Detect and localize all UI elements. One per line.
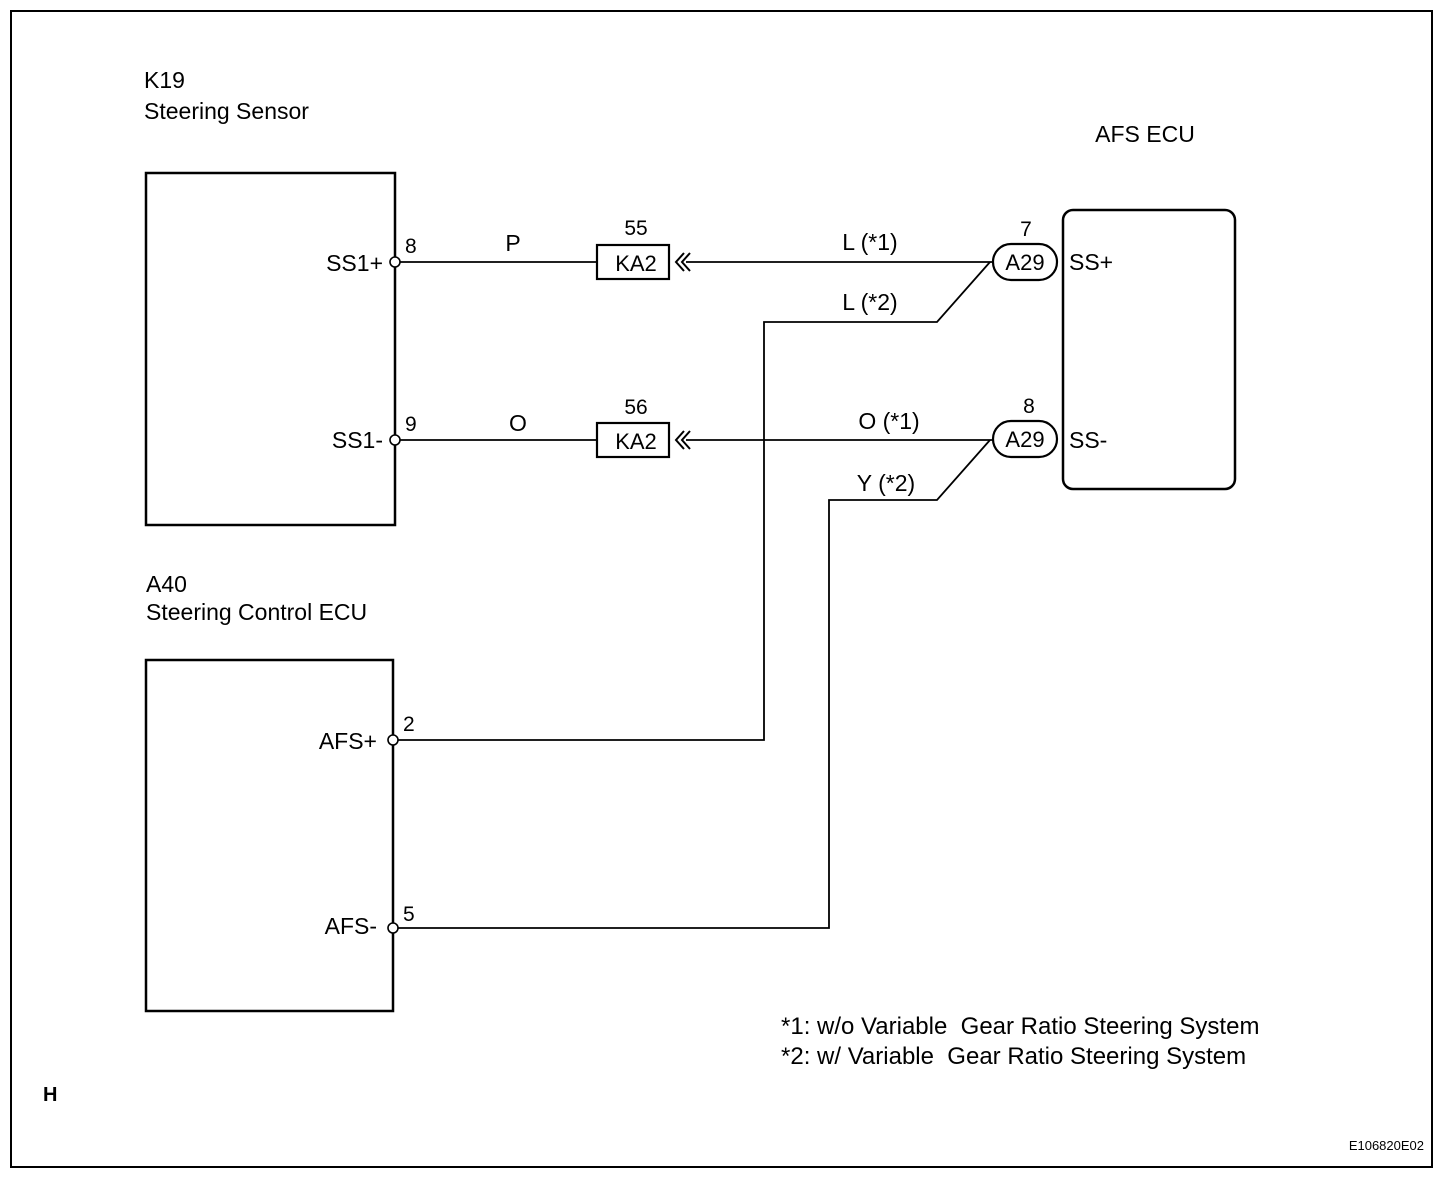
terminal-circle-icon xyxy=(389,434,401,446)
sheet-label: H xyxy=(43,1084,57,1106)
pin-number-9: 9 xyxy=(405,413,417,436)
junction-ka2-55: 55 KA2 xyxy=(595,217,691,281)
steering-sensor-code: K19 xyxy=(144,67,185,93)
wire-l-2 xyxy=(393,261,991,741)
pin-signal-afs-plus: AFS+ xyxy=(319,728,377,754)
junction-ka2-box xyxy=(595,421,671,459)
pin-signal-ss-plus: SS+ xyxy=(1069,249,1113,275)
wires xyxy=(393,261,993,929)
pin-number-8: 8 xyxy=(405,235,417,258)
wire-y-2 xyxy=(393,439,991,929)
note-1: *1: w/o Variable Gear Ratio Steering Sys… xyxy=(781,1013,1259,1040)
junction-pin-56: 56 xyxy=(624,396,647,419)
junction-ka2-label: KA2 xyxy=(615,429,657,454)
junction-ka2-label: KA2 xyxy=(615,251,657,276)
junction-ka2-box xyxy=(595,243,671,281)
figure-id: E106820E02 xyxy=(1349,1138,1424,1153)
pin-signal-afs-minus: AFS- xyxy=(325,913,377,939)
junction-ka2-56: 56 KA2 xyxy=(595,396,691,459)
wire-label-o-1: O (*1) xyxy=(858,408,919,434)
chevron-left-icon xyxy=(674,252,685,272)
wire-label-p: P xyxy=(505,230,520,256)
wire-label-l-2: L (*2) xyxy=(842,289,897,315)
pin-number-2: 2 xyxy=(403,713,415,736)
pin-number-5: 5 xyxy=(403,903,415,926)
steering-sensor-name: Steering Sensor xyxy=(144,98,309,124)
afs-ecu: AFS ECU SS+ SS- 7 A29 8 A29 xyxy=(991,121,1237,491)
pin-signal-ss1-plus: SS1+ xyxy=(326,250,383,276)
steering-sensor: K19 Steering Sensor SS1+ 8 SS1- 9 xyxy=(144,67,417,527)
afs-ecu-name: AFS ECU xyxy=(1095,121,1195,147)
connector-a29-top-label: A29 xyxy=(1005,250,1044,275)
steering-control-ecu: A40 Steering Control ECU AFS+ 2 AFS- 5 xyxy=(144,571,415,1013)
afs-ecu-box xyxy=(1061,208,1237,491)
connector-a29-bottom-label: A29 xyxy=(1005,427,1044,452)
pin-signal-ss-minus: SS- xyxy=(1069,427,1107,453)
junction-pin-55: 55 xyxy=(624,217,647,240)
terminal-circle-icon xyxy=(389,256,401,268)
steering-sensor-box xyxy=(144,171,397,527)
wire-label-o: O xyxy=(509,410,527,436)
afs-pin-number-7: 7 xyxy=(1020,218,1032,241)
connector-a29-bottom xyxy=(991,419,1059,459)
wire-label-y-2: Y (*2) xyxy=(857,470,915,496)
pin-signal-ss1-minus: SS1- xyxy=(332,427,383,453)
afs-pin-number-8: 8 xyxy=(1023,395,1035,418)
steering-control-ecu-name: Steering Control ECU xyxy=(146,599,367,625)
note-2: *2: w/ Variable Gear Ratio Steering Syst… xyxy=(781,1043,1246,1070)
terminal-circle-icon xyxy=(387,734,399,746)
diagram-frame xyxy=(10,10,1433,1168)
chevron-left-icon xyxy=(674,430,685,450)
steering-control-ecu-code: A40 xyxy=(146,571,187,597)
terminal-circle-icon xyxy=(387,922,399,934)
wire-label-l-1: L (*1) xyxy=(842,229,897,255)
chevron-left-icon xyxy=(680,430,691,450)
chevron-left-icon xyxy=(680,252,691,272)
steering-control-ecu-box xyxy=(144,658,395,1013)
